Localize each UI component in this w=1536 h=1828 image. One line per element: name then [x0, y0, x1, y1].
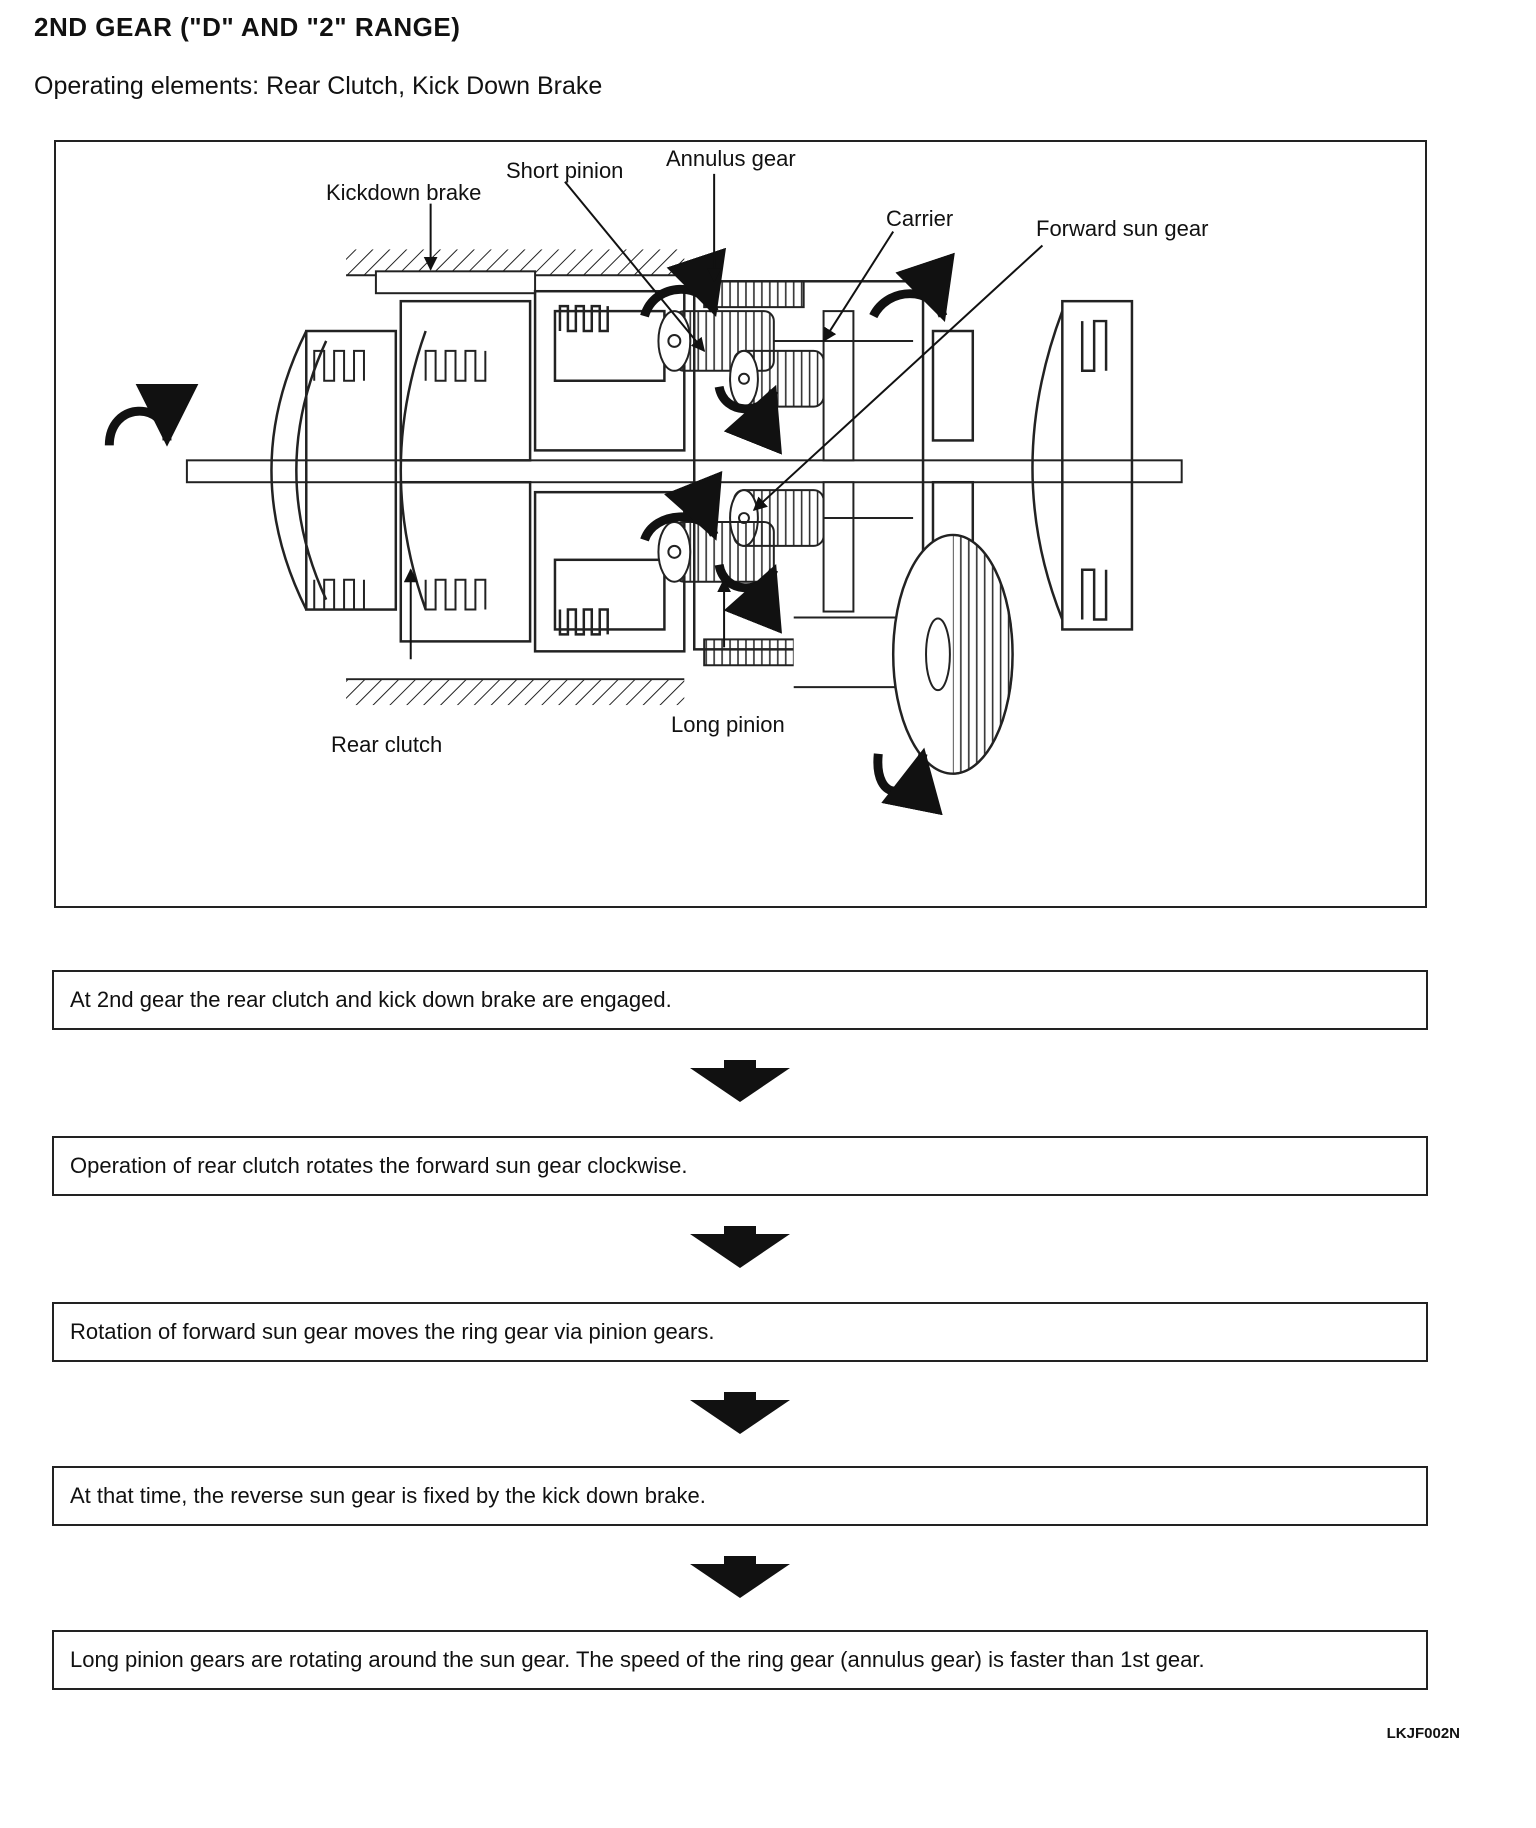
gear-diagram: Kickdown brake Short pinion Annulus gear… [54, 140, 1427, 908]
output-rotation-arrow [873, 747, 943, 816]
figure-code: LKJF002N [1386, 1725, 1460, 1742]
leader-lines [403, 173, 1044, 660]
label-kickdown-brake: Kickdown brake [326, 180, 482, 205]
step-box-2: Operation of rear clutch rotates the for… [52, 1136, 1428, 1196]
output-gear [793, 533, 1014, 775]
step-text: Rotation of forward sun gear moves the r… [70, 1319, 715, 1344]
output-drum [931, 299, 1134, 631]
step-box-3: Rotation of forward sun gear moves the r… [52, 1302, 1428, 1362]
down-arrow-icon [690, 1392, 790, 1434]
long-pinion-top [729, 349, 825, 408]
operating-elements: Operating elements: Rear Clutch, Kick Do… [34, 72, 603, 100]
down-arrow-icon [690, 1556, 790, 1598]
housing-bottom [346, 679, 685, 706]
step-box-5: Long pinion gears are rotating around th… [52, 1630, 1428, 1690]
step-text: At 2nd gear the rear clutch and kick dow… [70, 987, 672, 1012]
page-title: 2ND GEAR ("D" AND "2" RANGE) [34, 12, 461, 42]
step-text: Operation of rear clutch rotates the for… [70, 1153, 688, 1178]
clutch-plates-bottom [313, 578, 487, 611]
rotation-arrows [104, 247, 955, 816]
step-box-4: At that time, the reverse sun gear is fi… [52, 1466, 1428, 1526]
pinion-rotation-arrow-lower [640, 470, 723, 542]
input-rotation-arrow [104, 383, 199, 447]
label-short-pinion: Short pinion [506, 158, 624, 183]
label-annulus-gear: Annulus gear [666, 146, 796, 171]
planetary-housing [533, 289, 686, 653]
step-text: At that time, the reverse sun gear is fi… [70, 1483, 706, 1508]
kickdown-brake-band [374, 270, 537, 295]
step-text: Long pinion gears are rotating around th… [70, 1647, 1205, 1672]
pinion-rotation-arrow-bottom [714, 563, 782, 634]
down-arrow-icon [690, 1226, 790, 1268]
label-carrier: Carrier [886, 206, 954, 231]
step-box-1: At 2nd gear the rear clutch and kick dow… [52, 970, 1428, 1030]
pinion-rotation-arrow-top [640, 247, 726, 318]
label-long-pinion: Long pinion [671, 712, 785, 737]
annulus-rotation-arrow [869, 252, 955, 323]
label-rear-clutch: Rear clutch [331, 732, 443, 757]
down-arrow-icon [690, 1060, 790, 1102]
label-forward-sun-gear: Forward sun gear [1036, 216, 1209, 241]
clutch-plates-top [313, 349, 487, 382]
carrier [773, 310, 914, 613]
pinion-rotation-arrow-mid [714, 384, 782, 455]
transmission-illustration [104, 173, 1183, 816]
